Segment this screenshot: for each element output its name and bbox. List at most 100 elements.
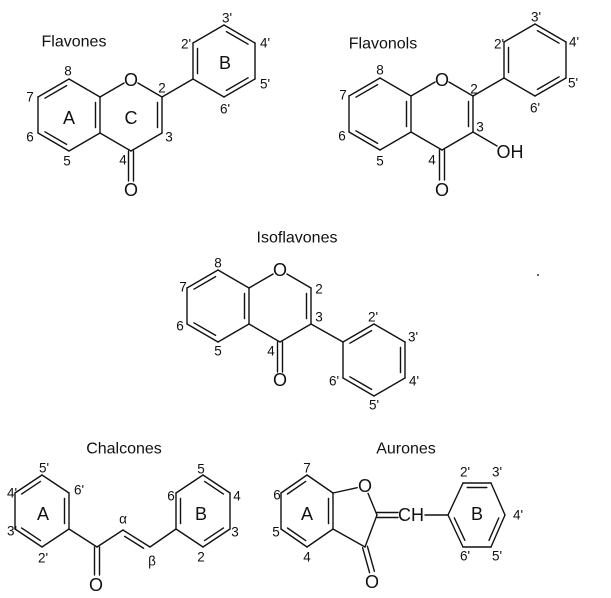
position-3: 3 [476, 120, 484, 135]
ring-b-bond [202, 528, 231, 548]
carbonyl-double-bond [361, 546, 371, 574]
ring-oxygen: O [124, 70, 138, 90]
ring-b-double-bond [536, 76, 560, 91]
position-2-prime: 2' [181, 37, 191, 52]
aurones-structure: Aurones A B O O CH 4 5 6 7 2' 3' 4' 5' 6… [272, 441, 523, 593]
position-4: 4 [428, 153, 436, 168]
position-6: 6 [338, 129, 346, 144]
c2-c1prime-bond [472, 77, 505, 97]
ring-oxygen: O [358, 476, 372, 496]
position-4: 4 [303, 550, 311, 565]
position-6: 6 [167, 489, 175, 504]
c3-hydroxyl-bond [472, 131, 498, 147]
c8a-o1-bond [410, 81, 436, 97]
position-7: 7 [339, 88, 347, 103]
ring-oxygen: O [273, 260, 287, 280]
ring-b-double-bond [488, 517, 500, 542]
ring-a-bond [306, 528, 334, 548]
ring-a-bond [41, 528, 70, 548]
chalcones-title: Chalcones [86, 441, 162, 458]
flavonols-structure: Flavonols O O OH 2 3 4 5 6 7 8 2' 3' 4' … [338, 10, 579, 201]
ring-a-double-bond [355, 130, 379, 145]
position-3-prime: 3' [7, 524, 17, 539]
ring-b-bond [490, 482, 506, 516]
position-3: 3 [165, 130, 173, 145]
ring-b-bond [202, 474, 231, 494]
carbonyl-alpha-bond [96, 529, 124, 548]
position-4-prime: 4' [7, 486, 17, 501]
ring-b-label: B [195, 504, 207, 524]
position-5: 5 [214, 344, 222, 359]
position-5-prime: 5' [568, 76, 578, 91]
ring-a-bond [217, 269, 250, 289]
position-3-prime: 3' [492, 465, 502, 480]
position-5: 5 [197, 462, 205, 477]
position-5-prime: 5' [369, 398, 379, 413]
ring-a-double-bond [193, 275, 217, 290]
position-2: 2 [470, 82, 478, 97]
carbonyl-oxygen: O [365, 572, 379, 592]
position-2: 2 [158, 81, 166, 96]
position-6-prime: 6' [530, 101, 540, 116]
o1-c2-bond [448, 81, 474, 97]
c8a-o1-bond [248, 273, 274, 289]
isoflavones-structure: Isoflavones O O 2 3 4 5 6 7 8 2' 3' 4' 5… [176, 230, 419, 413]
ring-a-bond [186, 269, 219, 289]
ring-a-bond [379, 77, 412, 97]
ring-b-bond [447, 514, 464, 548]
ring-a-bond [14, 528, 43, 548]
carbonyl-double-bond [366, 545, 376, 573]
position-5: 5 [63, 154, 71, 169]
position-5: 5 [272, 525, 280, 540]
ring-a-bond [37, 132, 70, 152]
ring-b-double-bond [203, 480, 225, 495]
ring-a-bond [37, 78, 70, 98]
o1-c2-bond [137, 82, 163, 98]
ring-b-double-bond [349, 329, 373, 344]
ring-b-bond [223, 24, 256, 44]
ring-b-bond [534, 23, 567, 43]
ring-a-bond [379, 131, 412, 151]
beta-ring-b-bond [149, 528, 177, 548]
flavones-title: Flavones [42, 34, 107, 51]
c4-c4a-bond [99, 132, 132, 152]
position-4-prime: 4' [569, 35, 579, 50]
ring-a-bond [217, 323, 250, 343]
position-8: 8 [64, 64, 72, 79]
ring-b-bond [192, 78, 225, 98]
ring-b-bond [534, 77, 567, 97]
ring-a-bond [68, 132, 101, 152]
ring-b-bond [447, 482, 464, 516]
ring-b-double-bond [225, 30, 249, 45]
position-4-prime: 4' [409, 374, 419, 389]
ring-a-carbonyl-bond [68, 528, 98, 548]
position-3-prime: 3' [222, 11, 232, 26]
position-6: 6 [26, 130, 34, 145]
position-2-prime: 2' [460, 465, 470, 480]
ring-a-bond [306, 474, 334, 494]
ring-b-double-bond [203, 527, 225, 542]
c4-c4a-bond [248, 323, 281, 343]
beta-position: β [148, 554, 156, 569]
ring-a-label: A [301, 504, 313, 524]
position-2-prime: 2' [38, 551, 48, 566]
position-6: 6 [176, 319, 184, 334]
c7a-o1-bond [332, 487, 358, 494]
ring-a-bond [348, 131, 381, 151]
ring-b-double-bond [349, 376, 373, 391]
c2-c1prime-bond [161, 78, 194, 98]
ring-b-bond [503, 23, 536, 43]
ring-a-bond [280, 528, 308, 548]
position-2-prime: 2' [494, 37, 504, 52]
position-5-prime: 5' [39, 461, 49, 476]
ring-a-double-bond [193, 322, 217, 337]
position-4: 4 [119, 153, 127, 168]
o1-c2-bond [286, 273, 312, 289]
position-6-prime: 6' [74, 483, 84, 498]
position-8: 8 [214, 256, 222, 271]
position-5-prime: 5' [492, 549, 502, 564]
c3-c1prime-bond [310, 323, 344, 343]
position-3: 3 [231, 525, 239, 540]
ring-a-double-bond [20, 527, 42, 542]
c3-c4-bond [130, 132, 163, 152]
